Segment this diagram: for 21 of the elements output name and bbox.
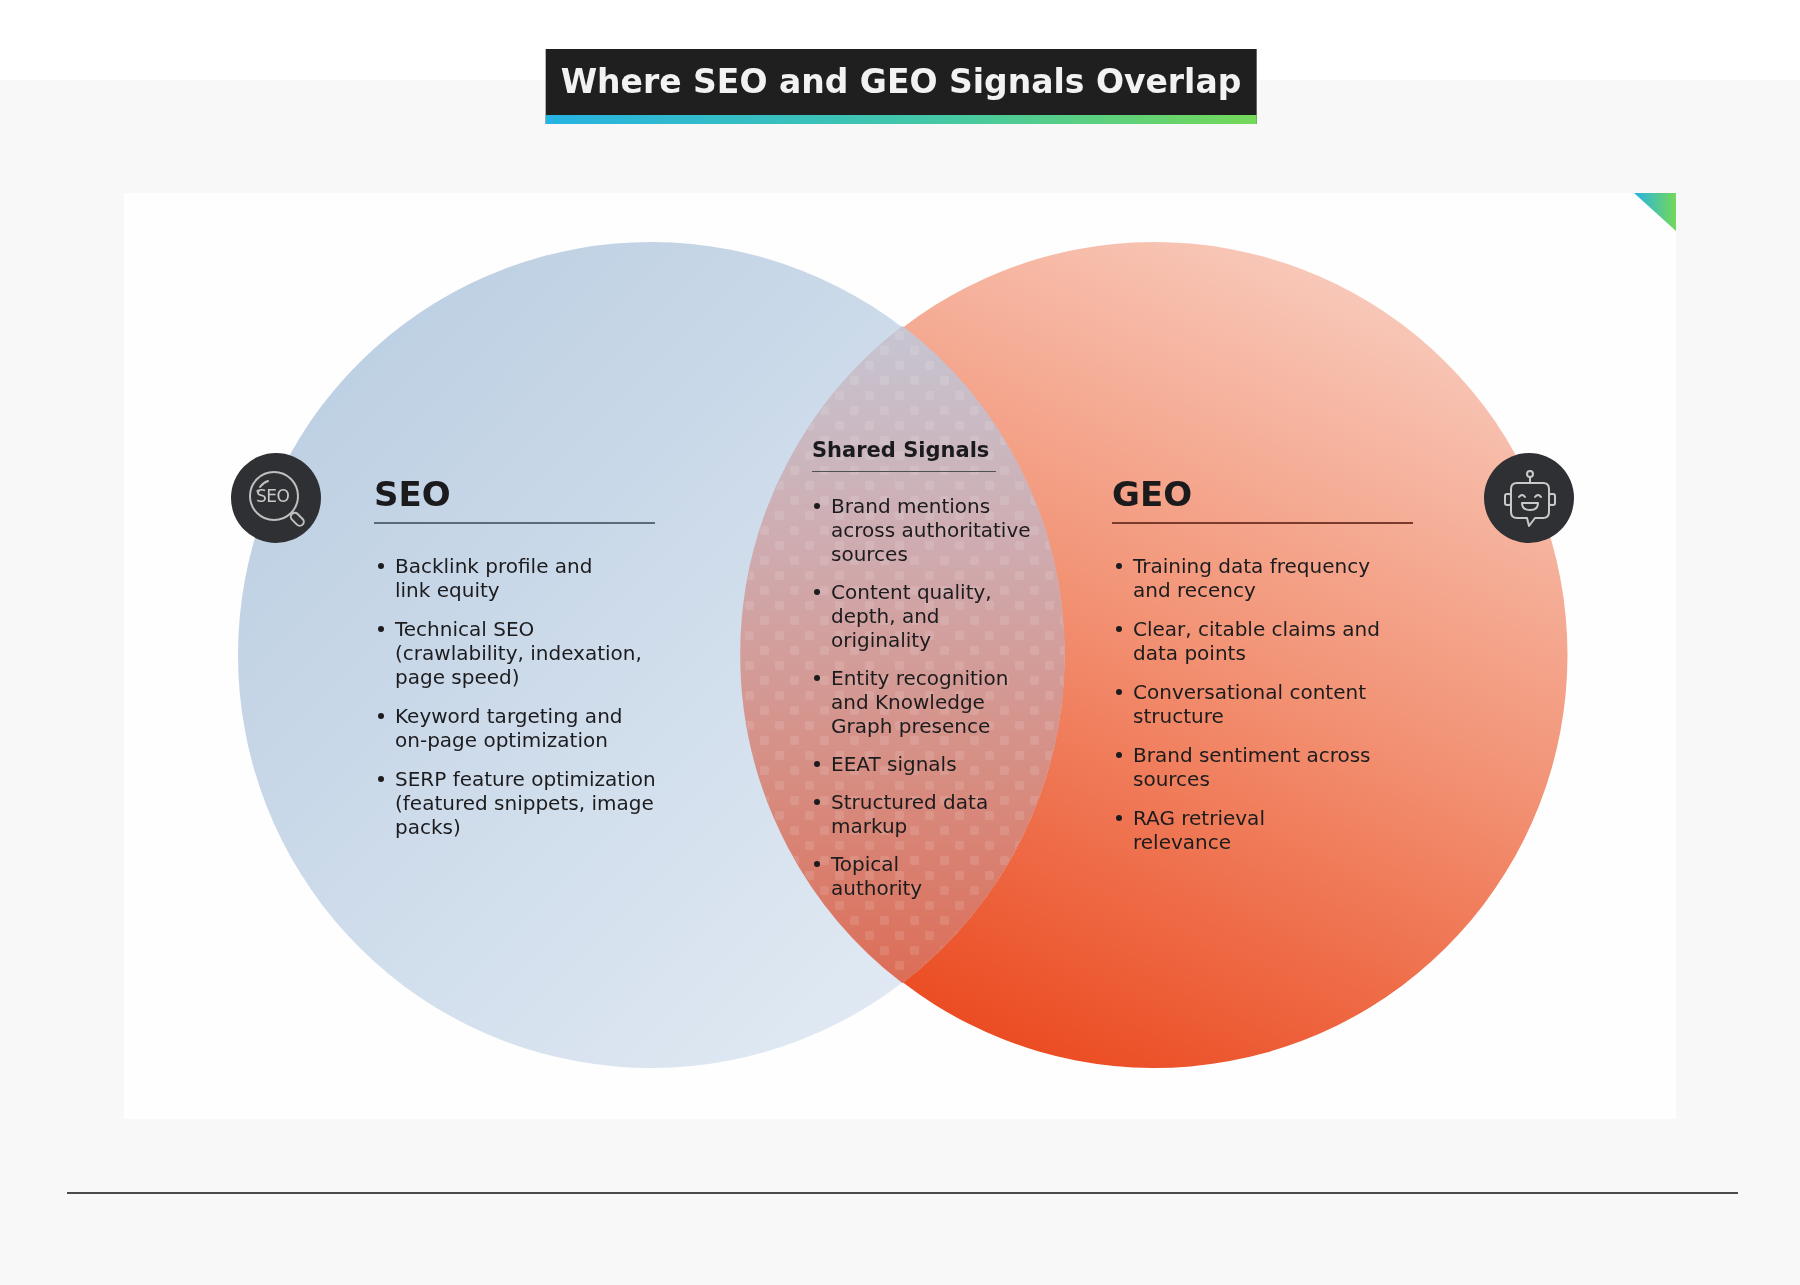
bullet-item: Technical SEO (crawlability, indexation, page speed) — [378, 617, 657, 689]
bullet-item: Topical authority — [814, 852, 981, 900]
bullet-item: EEAT signals — [814, 752, 1045, 776]
section-heading: SEO — [374, 474, 451, 514]
bullet-item: Brand mentions across authoritative sources — [814, 494, 1045, 566]
title-banner: Where SEO and GEO Signals Overlap — [545, 49, 1257, 124]
bullet-item: RAG retrieval relevance — [1116, 806, 1323, 854]
bullet-item: Brand sentiment across sources — [1116, 743, 1393, 791]
bullet-item: Training data frequency and recency — [1116, 554, 1393, 602]
bullet-item: Conversational content structure — [1116, 680, 1393, 728]
bullet-item: Structured data markup — [814, 790, 1045, 838]
bullet-item: Content quality, depth, and originality — [814, 580, 1045, 652]
bullet-item: SERP feature optimization (featured snippets, image packs) — [378, 767, 657, 839]
overlap-region — [741, 327, 1064, 983]
section-heading: GEO — [1112, 474, 1193, 514]
bullet-item: Clear, citable claims and data points — [1116, 617, 1393, 665]
bullet-item: Keyword targeting and on-page optimization — [378, 704, 657, 752]
icon-text: SEO — [256, 486, 290, 506]
bullet-item: Backlink profile and link equity — [378, 554, 610, 602]
section-heading: Shared Signals — [812, 437, 990, 463]
bullet-item: Entity recognition and Knowledge Graph presence — [814, 666, 1045, 738]
